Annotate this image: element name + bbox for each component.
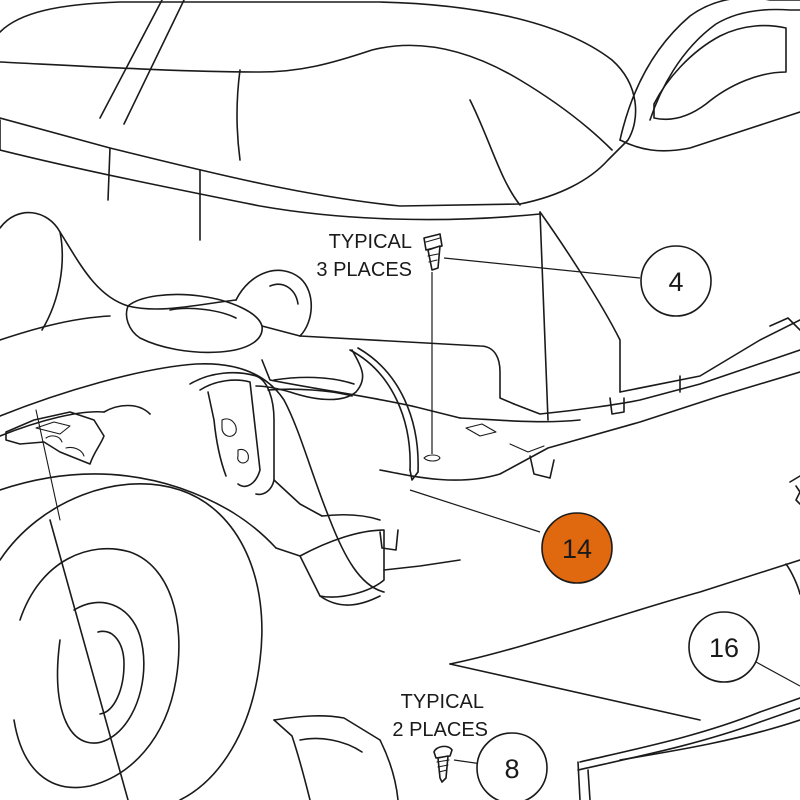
note-typical-3-places: TYPICAL 3 PLACES: [316, 231, 412, 281]
callout-8: 8: [476, 732, 548, 800]
fender-drawing: [0, 363, 385, 606]
wheel-drawing: [0, 409, 263, 800]
screw-icon-top: [423, 233, 443, 271]
note-bottom-line1: TYPICAL: [401, 691, 484, 713]
note-typical-2-places: TYPICAL 2 PLACES: [392, 691, 488, 741]
seat-drawing: [0, 0, 800, 421]
callout-16: 16: [688, 611, 760, 683]
note-top-line1: TYPICAL: [329, 231, 412, 253]
callout-16-label: 16: [709, 633, 739, 663]
callout-14: 14: [541, 512, 613, 584]
callout-14-label: 14: [562, 534, 592, 564]
bottom-bracket: [273, 715, 399, 800]
leader-lines: [409, 257, 800, 765]
callout-4-label: 4: [668, 267, 683, 297]
part-14-panel: [255, 347, 419, 481]
note-top-line2: 3 PLACES: [316, 259, 412, 281]
body-drawing: [0, 211, 800, 598]
callout-8-label: 8: [504, 754, 519, 784]
part-16-trim: [449, 559, 800, 800]
callout-4: 4: [640, 245, 712, 317]
note-bottom-line2: 2 PLACES: [392, 719, 488, 741]
screw-icon-bottom: [433, 745, 453, 783]
